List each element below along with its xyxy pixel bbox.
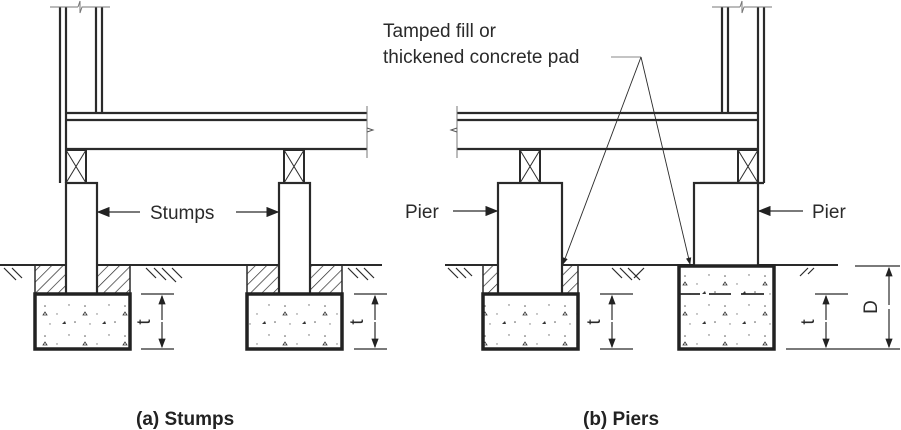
pier-label-right: Pier xyxy=(812,202,846,223)
bearer-blocks xyxy=(65,149,305,184)
thickness-dimension xyxy=(141,293,387,350)
pier xyxy=(496,181,564,296)
panel-stumps: Stumps t t (a) Stumps xyxy=(0,0,387,430)
thickened-concrete-pad xyxy=(677,264,776,351)
concrete-footing xyxy=(481,292,580,351)
stump xyxy=(64,181,99,296)
annotation-line2: thickened concrete pad xyxy=(383,47,579,68)
pier-label-left: Pier xyxy=(405,202,439,223)
t-label: t xyxy=(134,319,155,325)
leader-arrow-pad xyxy=(640,56,692,265)
floor-joist xyxy=(449,106,758,158)
wall xyxy=(50,0,110,183)
leader-arrow-fill xyxy=(562,56,642,265)
thickness-dimension xyxy=(600,293,900,350)
t-label: t xyxy=(347,319,368,325)
wall xyxy=(700,0,772,185)
floor-joist xyxy=(66,106,375,158)
t-label: t xyxy=(798,319,819,325)
stump xyxy=(277,181,312,296)
t-label: t xyxy=(584,319,605,325)
concrete-footing xyxy=(245,292,344,351)
panel-piers: Pier Pier Tamped fill or thickened concr… xyxy=(383,0,900,430)
bearer-blocks xyxy=(519,149,759,184)
concrete-footing xyxy=(33,292,132,351)
soil-hatch xyxy=(447,267,815,281)
d-label: D xyxy=(861,300,882,314)
depth-dimension xyxy=(855,265,900,349)
pier xyxy=(692,181,760,268)
stumps-label: Stumps xyxy=(150,203,214,224)
caption-a: (a) Stumps xyxy=(136,409,234,430)
soil-hatch xyxy=(3,267,375,283)
annotation-line1: Tamped fill or xyxy=(383,21,497,42)
caption-b: (b) Piers xyxy=(583,409,659,430)
